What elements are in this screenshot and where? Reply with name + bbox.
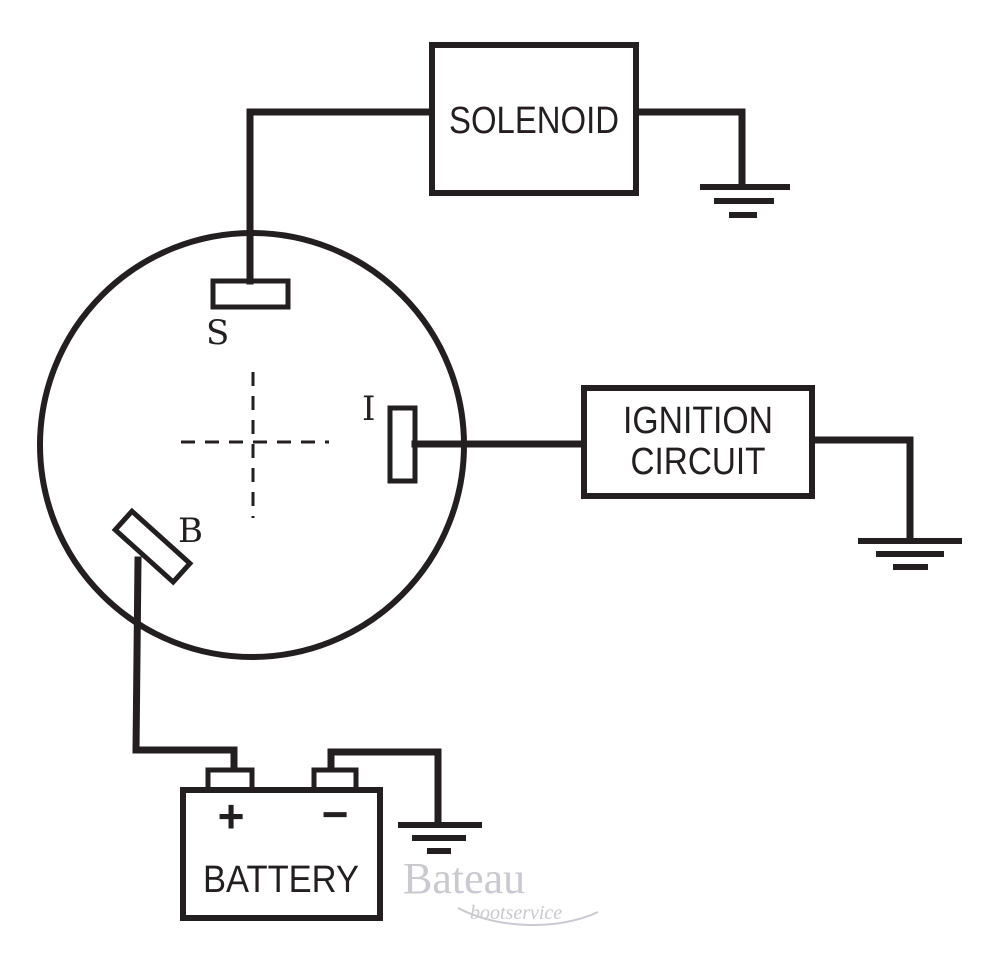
watermark-swoosh [457,907,599,927]
watermark-sub: bootservice [470,902,562,924]
solenoid-label: SOLENOID [449,100,619,142]
wire-ignition-to-ground [808,436,914,544]
terminal-i-label: I [362,389,375,429]
terminal-b [111,507,194,586]
ignition-circuit-label-line1: IGNITION [623,400,773,442]
terminal-s-label: S [206,313,229,353]
switch-crosshair [181,372,329,518]
solenoid-box [429,42,639,196]
wire-b-to-battery [132,556,238,776]
wire-s-to-solenoid [246,108,436,285]
ignition-circuit-label-line2: CIRCUIT [631,441,766,483]
terminal-i [387,405,418,484]
ground-symbol-battery [398,822,482,854]
ground-symbol-ignition [858,538,962,570]
wire-solenoid-to-ground [632,108,746,188]
battery-label: BATTERY [203,859,359,901]
watermark-brand: Bateau [403,854,525,903]
ignition-circuit-box [581,385,815,499]
battery-plus-sign: + [218,790,245,842]
battery-minus-sign: − [322,788,349,840]
battery-box [180,787,383,921]
ground-symbol-solenoid [700,184,790,218]
terminal-s [210,278,291,310]
wire-battery-to-ground [327,748,442,826]
watermark-logo: Bateau bootservice [403,854,599,927]
terminal-b-label: B [178,511,203,551]
